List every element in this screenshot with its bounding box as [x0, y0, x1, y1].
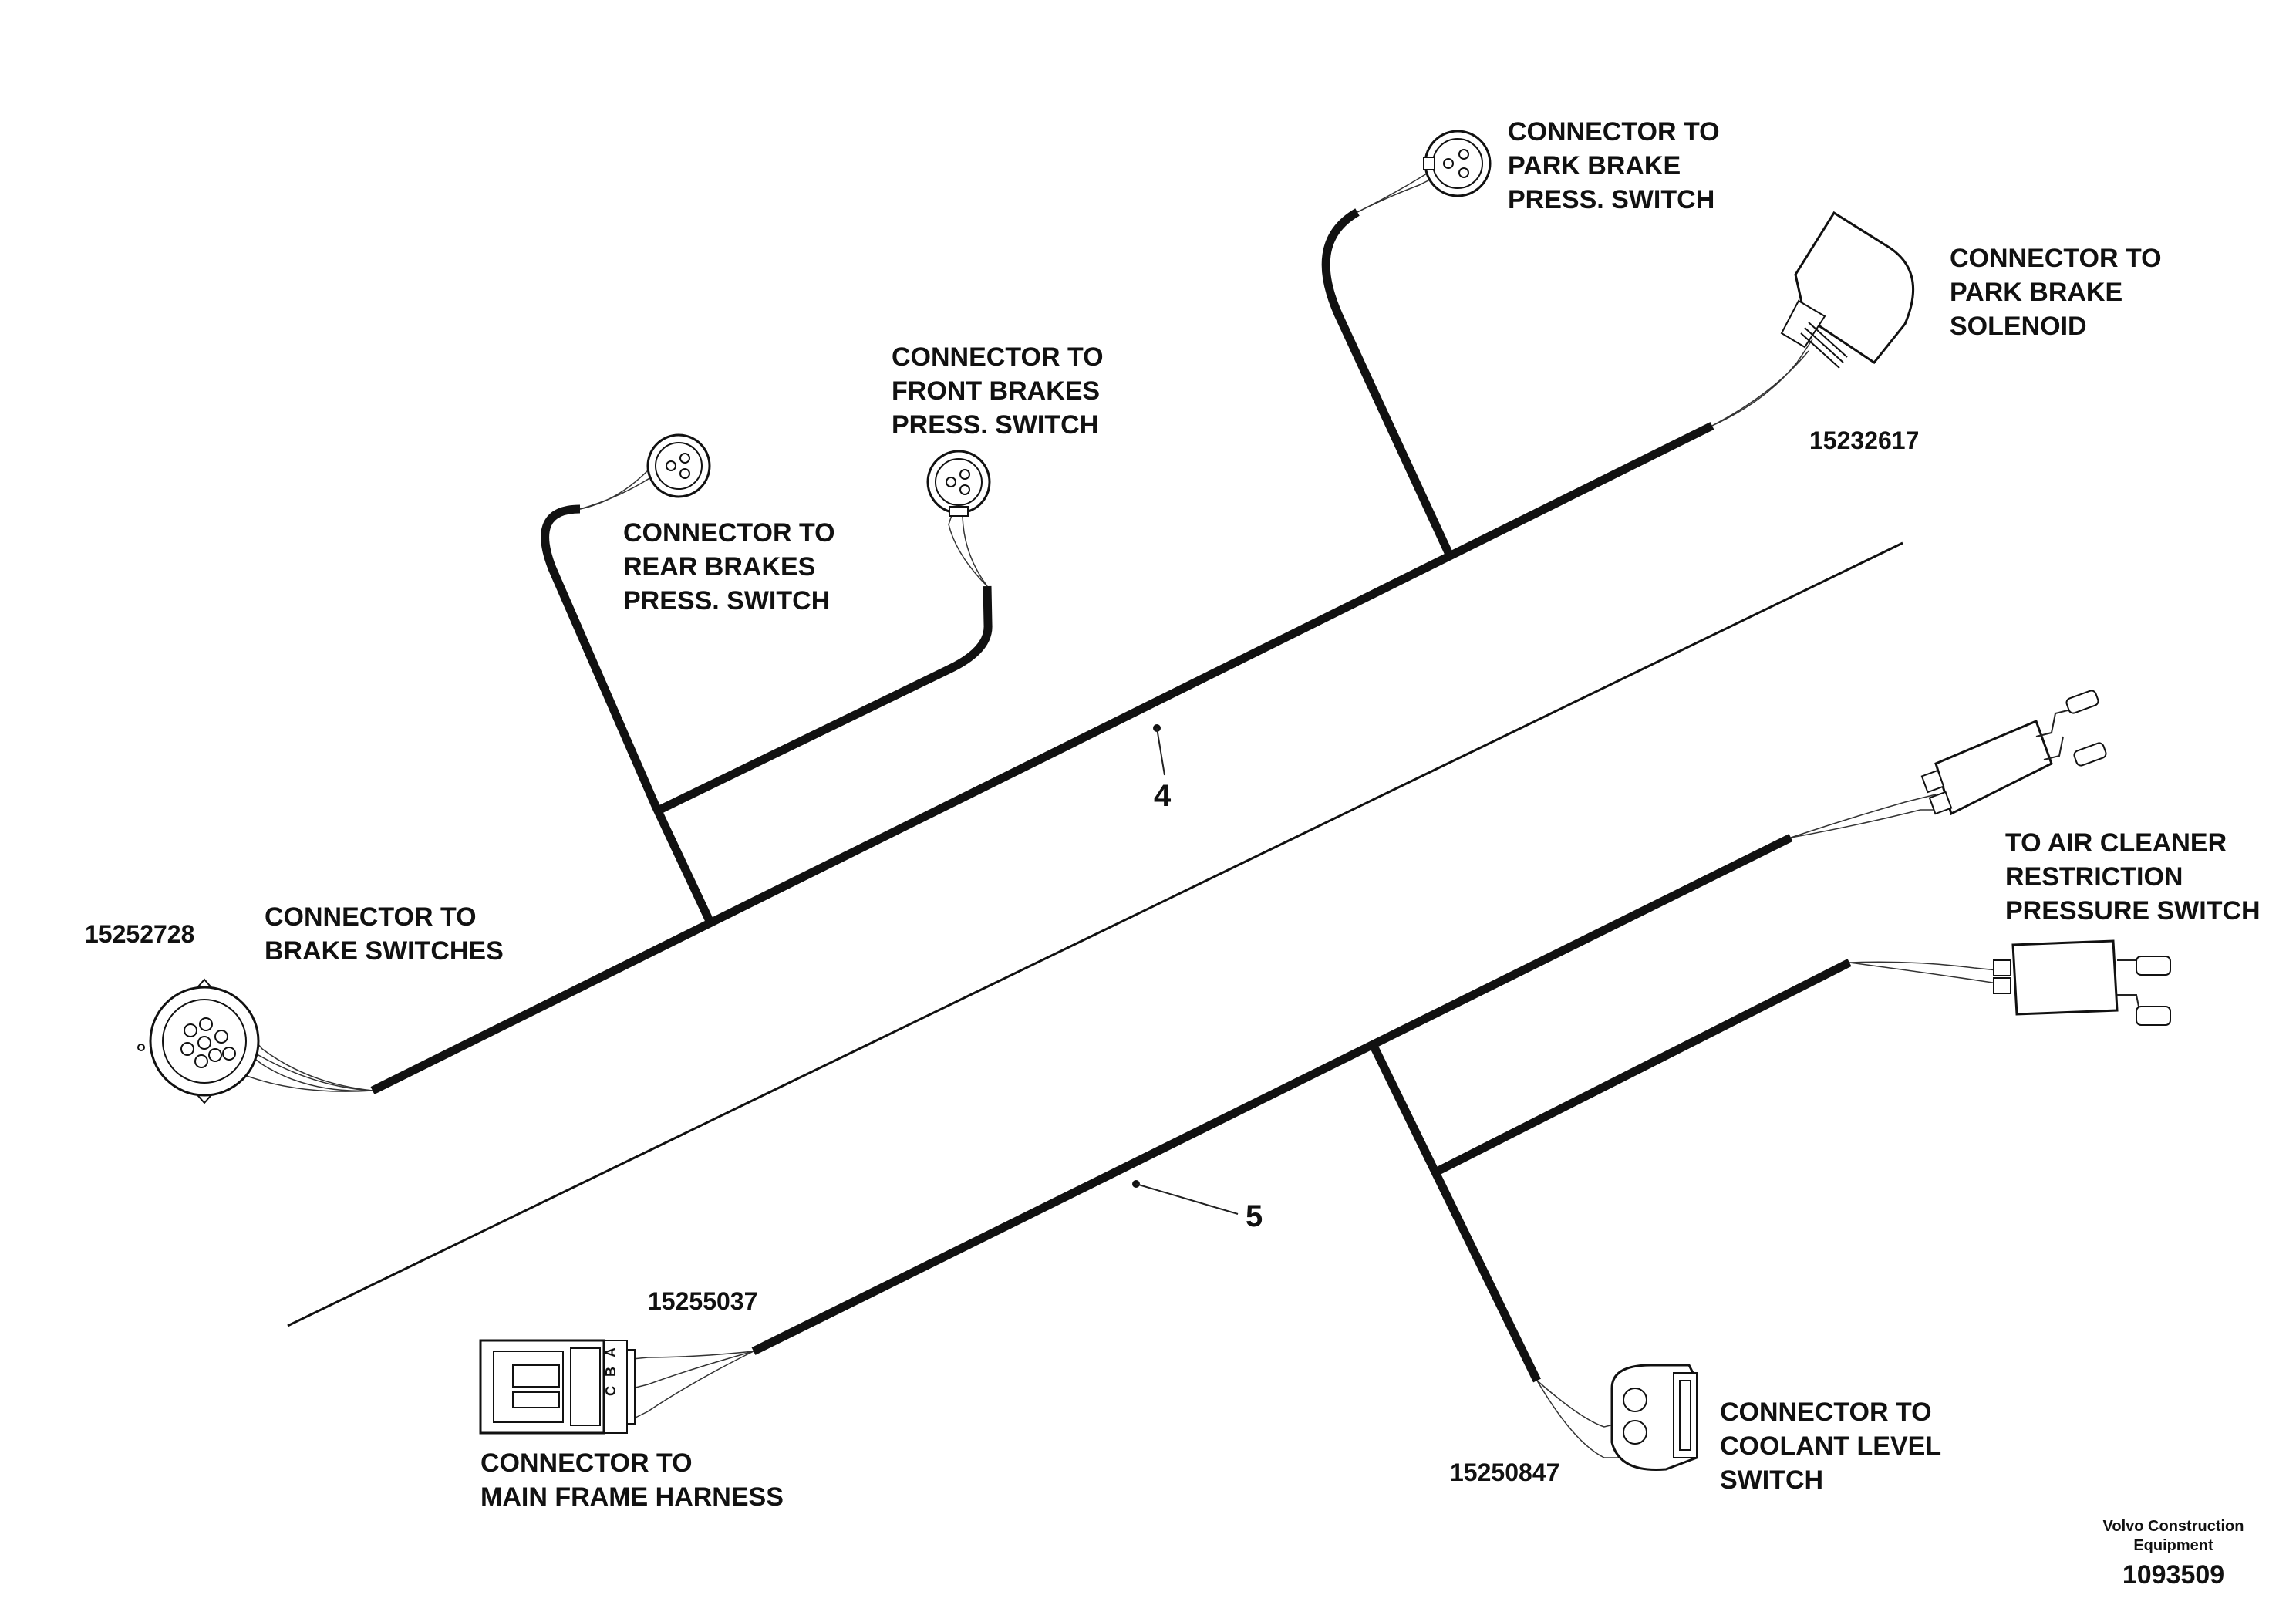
rear-brakes-connector-icon [646, 433, 711, 498]
item-4-callout: 4 [1153, 724, 1172, 813]
brand-line-2: Equipment [2133, 1537, 2213, 1554]
item-number-5: 5 [1246, 1199, 1263, 1233]
label-park-brake-switch: CONNECTOR TO PARK BRAKE PRESS. SWITCH [1508, 117, 1727, 214]
pin-label-b: B [603, 1367, 619, 1377]
label-main-frame: CONNECTOR TO MAIN FRAME HARNESS [480, 1448, 784, 1512]
front-brakes-connector-icon [926, 450, 991, 517]
pin-label-a: A [603, 1347, 619, 1357]
harness-5-leads [632, 794, 1998, 1458]
air-cleaner-switch-upper-icon [1920, 690, 2107, 816]
label-park-brake-solenoid: CONNECTOR TO PARK BRAKE SOLENOID [1950, 244, 2169, 341]
brand-line-1: Volvo Construction [2103, 1518, 2244, 1535]
brake-switches-connector-icon [137, 978, 260, 1104]
figure-number: 1093509 [2122, 1560, 2224, 1590]
park-brake-solenoid-connector-icon [1780, 211, 1915, 369]
divider-line [287, 541, 1903, 1327]
coolant-level-connector-icon [1610, 1364, 1698, 1472]
pin-label-c: C [603, 1386, 619, 1396]
part-number-brake-switches: 15252728 [85, 920, 194, 948]
label-air-cleaner: TO AIR CLEANER RESTRICTION PRESSURE SWIT… [2005, 828, 2261, 926]
harness-4-leads [215, 173, 1813, 1092]
item-number-4: 4 [1154, 779, 1172, 813]
air-cleaner-switch-lower-icon [1993, 939, 2171, 1026]
label-front-brakes: CONNECTOR TO FRONT BRAKES PRESS. SWITCH [892, 342, 1111, 440]
item-5-callout: 5 [1132, 1180, 1263, 1233]
label-rear-brakes: CONNECTOR TO REAR BRAKES PRESS. SWITCH [623, 518, 842, 615]
harness-5 [751, 834, 1852, 1383]
part-number-main-frame: 15255037 [648, 1287, 757, 1315]
label-brake-switches: CONNECTOR TO BRAKE SWITCHES [265, 902, 504, 966]
label-coolant-level: CONNECTOR TO COOLANT LEVEL SWITCH [1720, 1398, 1948, 1495]
park-brake-switch-connector-icon [1423, 130, 1492, 197]
harness-4 [370, 208, 1714, 1094]
part-number-park-brake-solenoid: 15232617 [1809, 427, 1919, 454]
part-number-coolant-level: 15250847 [1450, 1458, 1559, 1486]
main-frame-connector-icon: C B A [479, 1339, 636, 1435]
